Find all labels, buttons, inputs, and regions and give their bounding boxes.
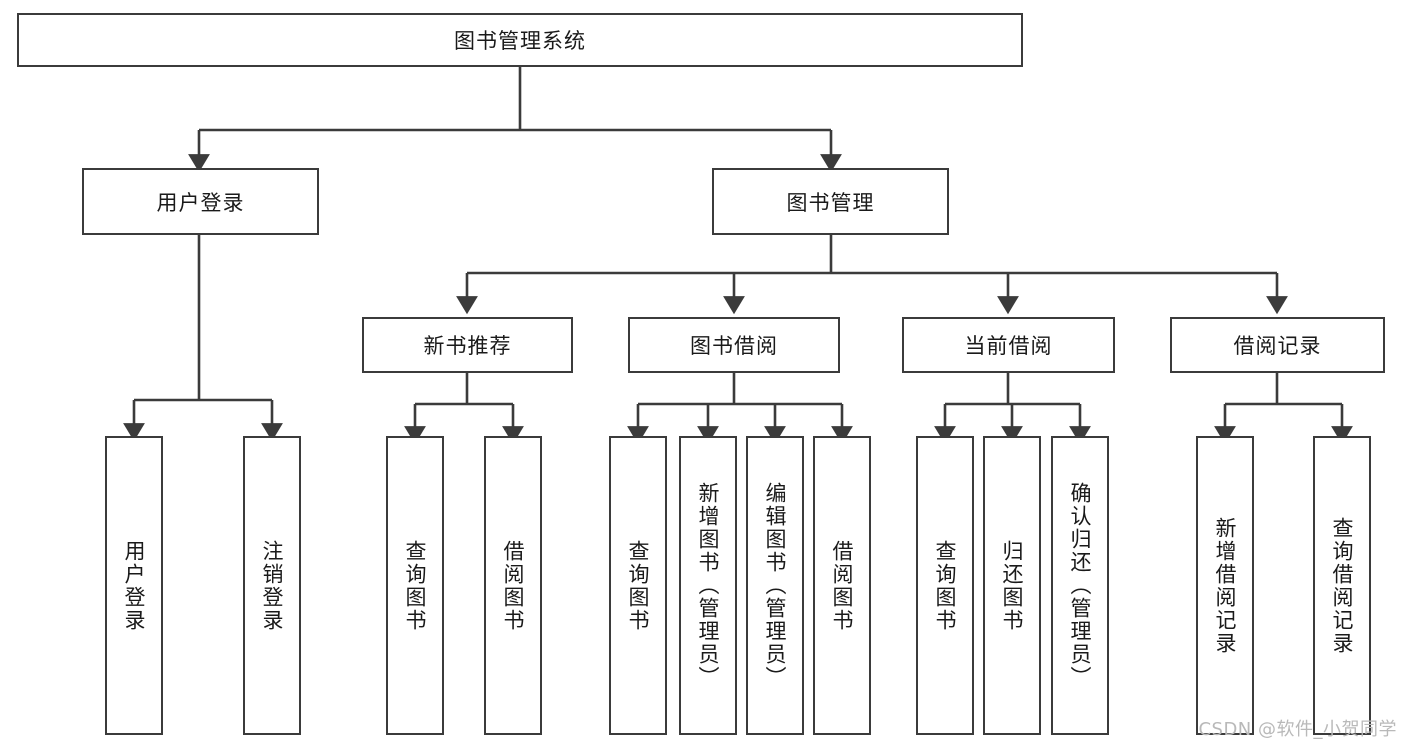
node-borrow-records-label: 借阅记录: [1233, 334, 1322, 358]
leaf-current-borrow-2-label: 归还图书: [1000, 539, 1025, 632]
leaf-new-book-1-label: 查询图书: [403, 539, 428, 632]
leaf-user-login-1[interactable]: 用户登录: [105, 436, 163, 735]
leaf-current-borrow-1[interactable]: 查询图书: [916, 436, 974, 735]
node-root-label: 图书管理系统: [454, 29, 586, 53]
node-root[interactable]: 图书管理系统: [17, 13, 1023, 67]
leaf-book-borrow-4[interactable]: 借阅图书: [813, 436, 871, 735]
node-book-borrow-label: 图书借阅: [690, 334, 778, 358]
leaf-book-borrow-4-label: 借阅图书: [830, 539, 855, 632]
leaf-borrow-records-1[interactable]: 新增借阅记录: [1196, 436, 1254, 735]
leaf-book-borrow-2-label: 新增图书（管理员）: [696, 482, 721, 689]
leaf-book-borrow-1[interactable]: 查询图书: [609, 436, 667, 735]
leaf-borrow-records-1-label: 新增借阅记录: [1213, 516, 1238, 655]
leaf-borrow-records-2[interactable]: 查询借阅记录: [1313, 436, 1371, 735]
node-borrow-records[interactable]: 借阅记录: [1170, 317, 1385, 373]
leaf-new-book-2-label: 借阅图书: [501, 539, 526, 632]
leaf-book-borrow-2[interactable]: 新增图书（管理员）: [679, 436, 737, 735]
leaf-current-borrow-1-label: 查询图书: [933, 539, 958, 632]
leaf-book-borrow-1-label: 查询图书: [626, 539, 651, 632]
node-book-borrow[interactable]: 图书借阅: [628, 317, 840, 373]
leaf-new-book-2[interactable]: 借阅图书: [484, 436, 542, 735]
watermark-text: CSDN @软件_小贺同学: [1198, 719, 1397, 740]
node-user-login-label: 用户登录: [156, 190, 245, 215]
leaf-borrow-records-2-label: 查询借阅记录: [1330, 516, 1355, 655]
leaf-book-borrow-3[interactable]: 编辑图书（管理员）: [746, 436, 804, 735]
node-book-management-label: 图书管理: [786, 190, 875, 215]
leaf-current-borrow-3[interactable]: 确认归还（管理员）: [1051, 436, 1109, 735]
leaf-user-login-1-label: 用户登录: [122, 539, 147, 632]
leaf-current-borrow-3-label: 确认归还（管理员）: [1068, 482, 1093, 689]
leaf-new-book-1[interactable]: 查询图书: [386, 436, 444, 735]
leaf-user-login-2[interactable]: 注销登录: [243, 436, 301, 735]
leaf-user-login-2-label: 注销登录: [260, 539, 285, 632]
node-user-login[interactable]: 用户登录: [82, 168, 319, 235]
node-current-borrow-label: 当前借阅: [964, 334, 1053, 358]
node-book-management[interactable]: 图书管理: [712, 168, 949, 235]
leaf-current-borrow-2[interactable]: 归还图书: [983, 436, 1041, 735]
node-new-book-recommend[interactable]: 新书推荐: [362, 317, 573, 373]
leaf-book-borrow-3-label: 编辑图书（管理员）: [763, 482, 788, 689]
node-current-borrow[interactable]: 当前借阅: [902, 317, 1115, 373]
node-new-book-recommend-label: 新书推荐: [423, 334, 512, 358]
